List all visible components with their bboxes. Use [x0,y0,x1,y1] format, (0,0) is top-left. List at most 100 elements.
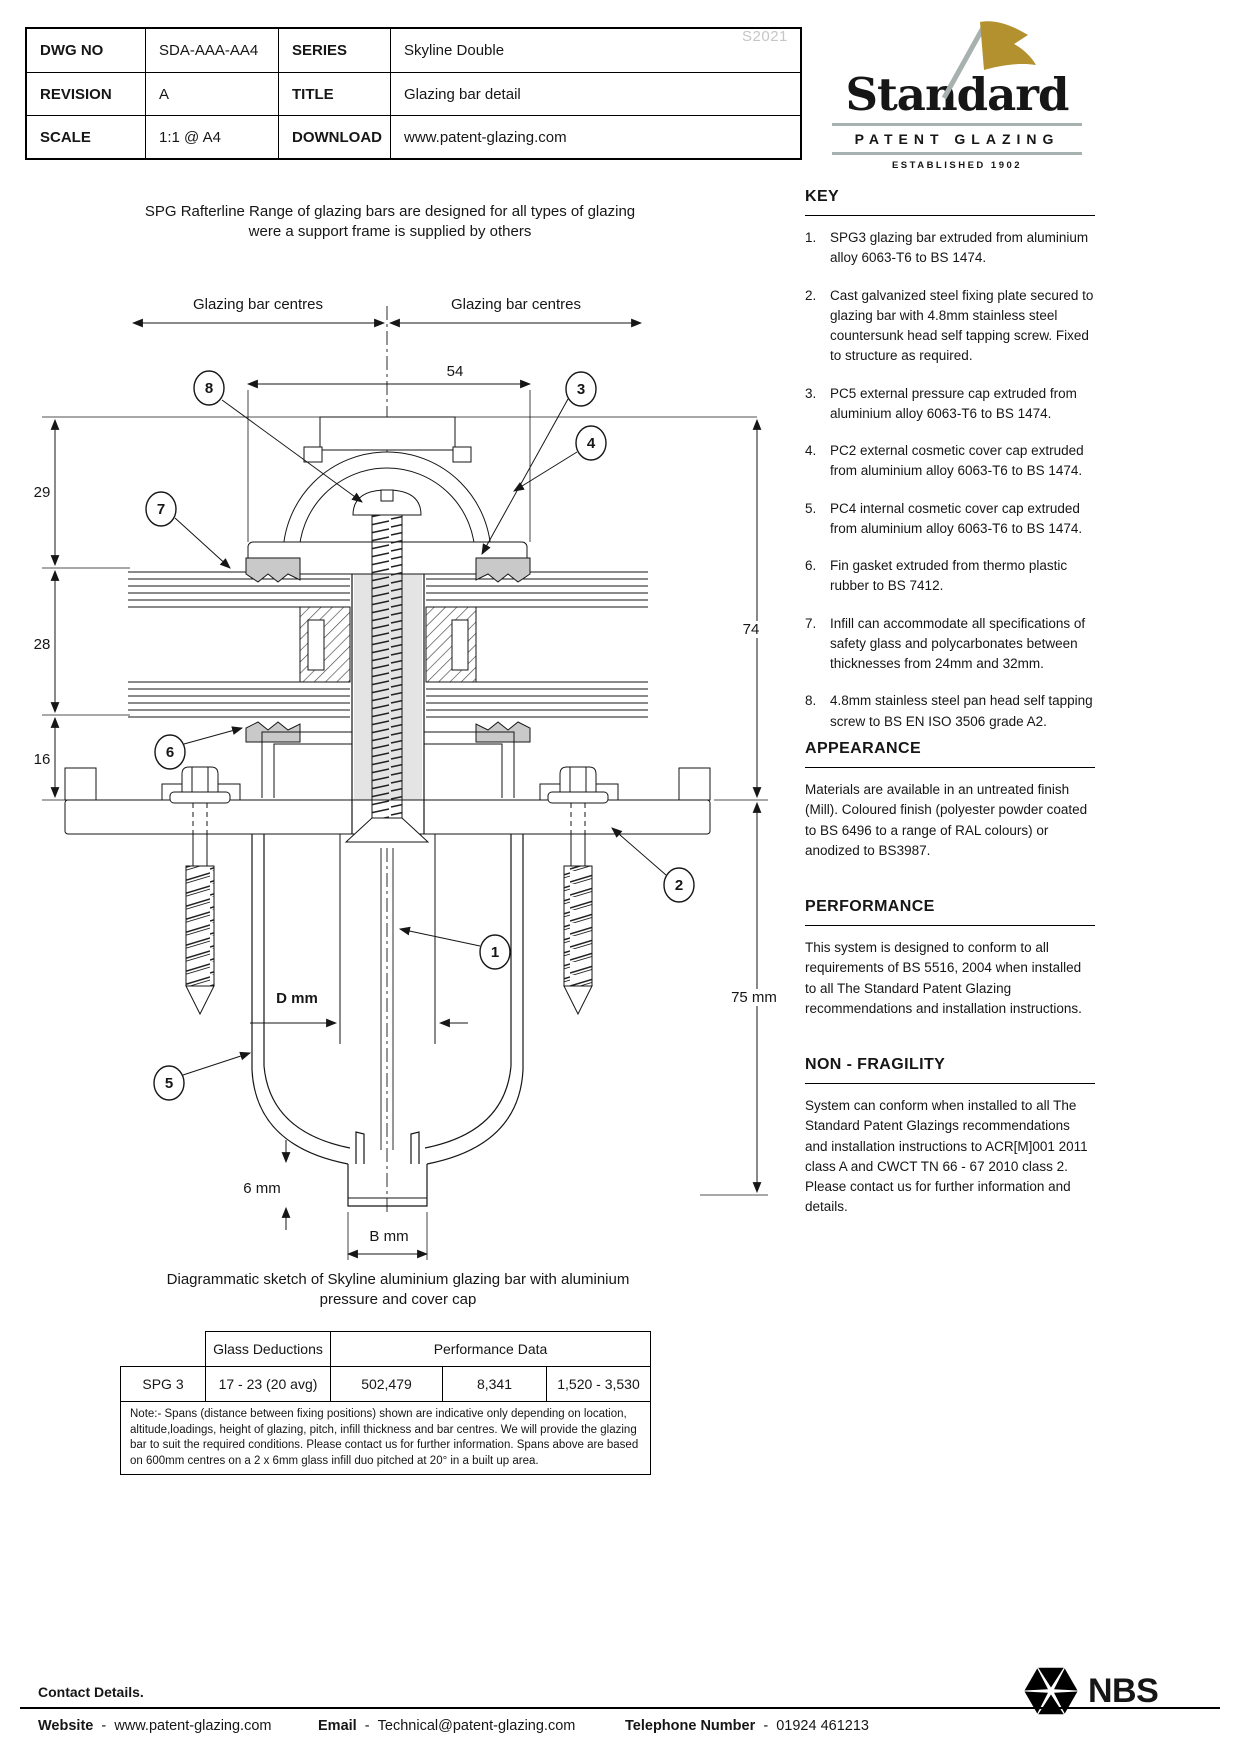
nbs-logo: NBS [1022,1662,1159,1720]
download-label: DOWNLOAD [278,115,390,158]
nbs-icon [1024,1667,1078,1715]
key-item: 3. PC5 external pressure cap extruded fr… [805,384,1095,425]
key-item: 2. Cast galvanized steel fixing plate se… [805,286,1095,367]
title-label: TITLE [278,72,390,115]
dim-28: 28 [34,636,51,653]
key-item-number: 8. [805,693,817,709]
key-item: 5. PC4 internal cosmetic cover cap extru… [805,499,1095,540]
divider [20,1707,1220,1709]
performance-data-header: Performance Data [330,1331,651,1367]
glass-deductions-header: Glass Deductions [205,1331,331,1367]
contact-details-heading: Contact Details. [38,1684,144,1700]
hex-screw-right [547,766,609,1016]
revision-label: REVISION [27,72,145,115]
non-fragility-heading: NON - FRAGILITY [805,1056,946,1073]
callout-4: 4 [587,435,596,452]
email-item: Email - Technical@patent-glazing.com [318,1718,576,1734]
appearance-heading: APPEARANCE [805,740,922,757]
table-row: SPG 3 17 - 23 (20 avg) 502,479 8,341 1,5… [120,1366,651,1402]
drawing-intro-note: SPG Rafterline Range of glazing bars are… [144,203,636,240]
key-item-number: 3. [805,385,817,401]
countersunk-head [344,817,430,843]
divider [805,1083,1095,1084]
callout-balloons [145,370,695,1101]
key-item-text: PC5 external pressure cap extruded from … [830,385,1077,421]
key-item: 1. SPG3 glazing bar extruded from alumin… [805,228,1095,269]
phone-item: Telephone Number - 01924 461213 [625,1718,869,1734]
website-label: Website [38,1718,94,1734]
callout-7: 7 [157,501,165,518]
table-header-row: Glass Deductions Performance Data [121,1331,651,1367]
appearance-body: Materials are available in an untreated … [805,782,1088,858]
series-value: Skyline Double [390,29,800,72]
title-block: DWG NO SDA-AAA-AA4 SERIES Skyline Double… [25,27,802,160]
website-item: Website - www.patent-glazing.com [38,1718,272,1734]
company-logo: Standard PATENT GLAZING ESTABLISHED 1902 [828,20,1086,171]
dwg-no-label: DWG NO [40,42,104,59]
download-link[interactable]: www.patent-glazing.com [390,115,800,158]
flag-icon [941,21,1036,100]
table-note: Note:- Spans (distance between fixing po… [120,1400,651,1476]
callout-leaders [174,398,667,1076]
scale-label: SCALE [27,115,145,158]
logo-established: ESTABLISHED 1902 [891,160,1023,171]
key-list: 1. SPG3 glazing bar extruded from alumin… [805,228,1095,732]
dim-54: 54 [447,363,464,380]
callout-5: 5 [165,1075,173,1092]
logo-name: Standard [845,68,1070,121]
phone-number: 01924 461213 [776,1718,869,1734]
dimension-lines [50,318,762,1260]
logo-rule [832,123,1082,126]
key-item-text: Fin gasket extruded from thermo plastic … [830,558,1068,594]
callout-2: 2 [675,877,683,894]
key-item-number: 4. [805,443,817,458]
title-value: Glazing bar detail [390,72,800,115]
series-label: SERIES [278,29,390,72]
key-section: KEY 1. SPG3 glazing bar extruded from al… [805,188,1095,749]
glass-deductions-cell: 17 - 23 (20 avg) [205,1366,331,1402]
performance-section: PERFORMANCE This system is designed to c… [805,898,1095,1019]
key-item: 7. Infill can accommodate all specificat… [805,614,1095,675]
dimension-labels: Glazing bar centres Glazing bar centres … [34,296,777,1245]
key-item-text: PC2 external cosmetic cover cap extruded… [830,443,1084,479]
key-item-number: 2. [805,287,817,303]
internal-cover-cap [251,834,524,1207]
key-heading: KEY [805,188,840,205]
performance-heading: PERFORMANCE [805,898,935,915]
logo-tagline: PATENT GLAZING [854,131,1060,147]
dim-6mm: 6 mm [243,1180,281,1197]
drawing-caption: Diagrammatic sketch of Skyline aluminium… [166,1271,630,1309]
email-label: Email [318,1718,357,1734]
key-item-number: 6. [805,558,817,573]
model-cell: SPG 3 [120,1366,206,1402]
key-item: 4. PC2 external cosmetic cover cap extru… [805,441,1095,482]
nbs-text: NBS [1088,1671,1159,1710]
key-item-number: 7. [805,615,817,631]
key-item: 6. Fin gasket extruded from thermo plast… [805,556,1095,597]
table-note-row: Note:- Spans (distance between fixing po… [120,1400,651,1476]
divider [805,925,1095,926]
divider [805,767,1095,768]
watermark: S2021 [742,28,788,45]
perf2-cell: 8,341 [442,1366,547,1402]
non-fragility-body: System can conform when installed to all… [805,1098,1088,1215]
key-item-number: 1. [805,230,817,245]
callout-6: 6 [166,744,174,761]
key-item-text: PC4 internal cosmetic cover cap extruded… [830,500,1083,536]
callout-3: 3 [577,381,585,398]
non-fragility-section: NON - FRAGILITY System can conform when … [805,1056,1095,1218]
dim-b-mm: B mm [369,1228,408,1245]
email-link[interactable]: Technical@patent-glazing.com [377,1718,576,1734]
performance-table: Glass Deductions Performance Data SPG 3 … [120,1331,651,1476]
website-link[interactable]: www.patent-glazing.com [114,1718,272,1734]
hex-screw-left [169,766,231,1016]
glass-spacers [299,606,477,683]
key-item-text: SPG3 glazing bar extruded from aluminium… [830,230,1089,266]
logo-rule [832,152,1082,155]
pan-head-screw [344,489,430,843]
performance-body: This system is designed to conform to al… [805,940,1082,1016]
dwg-no-value: SDA-AAA-AA4 [145,29,278,72]
callout-8: 8 [205,380,213,397]
dim-bar-centres-left: Glazing bar centres [193,296,323,313]
